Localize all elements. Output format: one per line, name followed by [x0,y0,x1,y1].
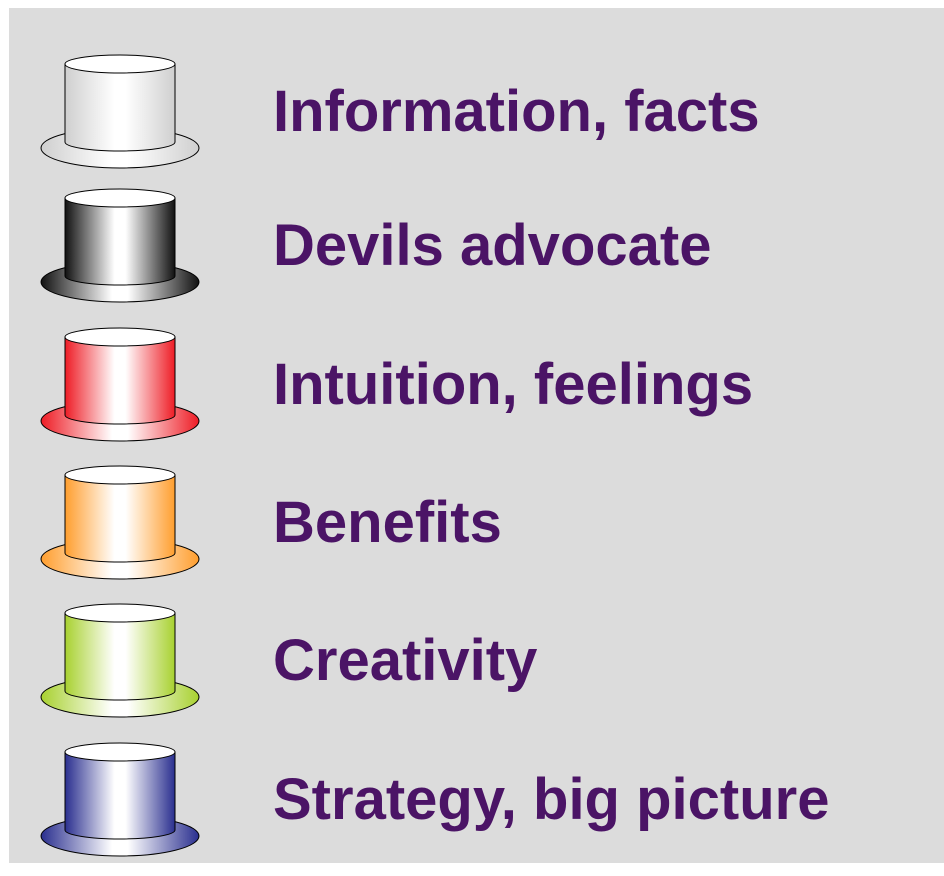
hat-row-red: Intuition, feelings [9,325,944,445]
black-hat-icon [40,188,200,303]
hat-label-blue: Strategy, big picture [273,767,830,832]
hat-label-red: Intuition, feelings [273,352,754,417]
blue-hat-icon [40,742,200,857]
hat-label-green: Creativity [273,628,538,693]
hat-row-black: Devils advocate [9,186,944,306]
hat-row-blue: Strategy, big picture [9,740,944,860]
white-hat-icon [40,54,200,169]
green-hat-icon [40,603,200,718]
hat-row-white: Information, facts [9,52,944,172]
six-hats-panel: Information, facts Devils advocate Intui… [9,8,944,863]
hat-row-green: Creativity [9,601,944,721]
red-hat-icon [40,327,200,442]
hat-label-orange: Benefits [273,490,502,555]
orange-hat-icon [40,465,200,580]
hat-label-black: Devils advocate [273,213,712,278]
hat-label-white: Information, facts [273,79,760,144]
hat-row-orange: Benefits [9,463,944,583]
